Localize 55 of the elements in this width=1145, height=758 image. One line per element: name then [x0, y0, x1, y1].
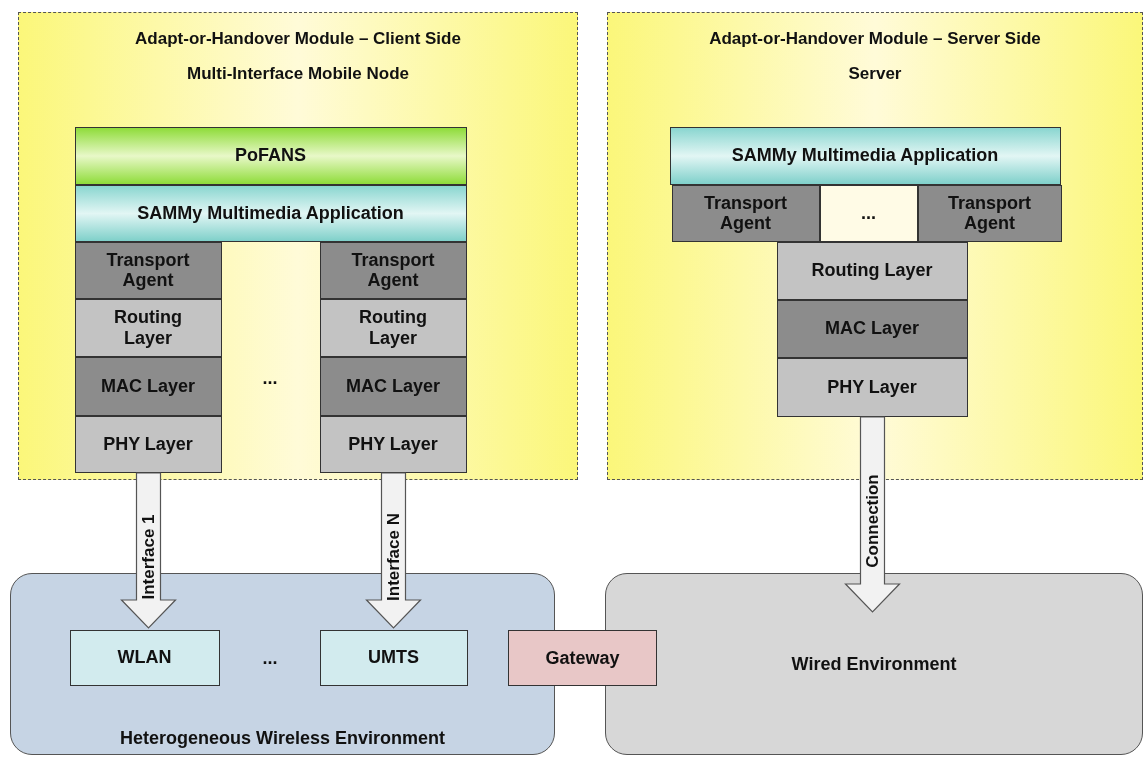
node-label: Routing Layer — [811, 260, 933, 281]
layer-box — [74, 241, 222, 299]
layer-box — [74, 356, 222, 416]
node-label: PoFANS — [235, 145, 306, 166]
node-label: PHY Layer — [348, 433, 438, 455]
device-title: Server — [848, 64, 902, 84]
ellipsis-text: ... — [261, 648, 279, 669]
node-label: UMTS — [368, 647, 419, 668]
layer-box — [74, 126, 467, 185]
edge-label: Interface 1 — [138, 514, 159, 599]
node-label: Transport Agent — [105, 249, 191, 291]
device-title: Multi-Interface Mobile Node — [187, 64, 409, 84]
node-label: ... — [861, 202, 876, 224]
ellipsis-text: ... — [261, 368, 279, 389]
layer-box — [319, 356, 467, 416]
layer-box — [74, 415, 222, 473]
node-label: MAC Layer — [825, 318, 919, 339]
node-label: Wired Environment — [791, 653, 957, 675]
block-arrow — [120, 472, 177, 629]
block-arrow — [365, 472, 422, 629]
block-arrow — [844, 416, 901, 613]
layer-box — [776, 299, 968, 358]
node-label: PHY Layer — [103, 433, 193, 455]
node-label: SAMMy Multimedia Application — [731, 145, 999, 166]
node-label: Heterogeneous Wireless Environment — [120, 727, 445, 748]
node-label: MAC Layer — [346, 375, 440, 397]
layer-box — [917, 184, 1062, 242]
node-label: Transport Agent — [703, 192, 788, 234]
node-label: SAMMy Multimedia Application — [137, 202, 404, 224]
layer-box — [319, 415, 467, 473]
layer-box — [669, 126, 1061, 185]
node-label: WLAN — [117, 647, 172, 668]
layer-box — [74, 184, 467, 242]
layer-box — [319, 241, 467, 299]
layer-box — [819, 184, 918, 242]
node-label: PHY Layer — [827, 376, 917, 398]
layer-box — [319, 298, 467, 357]
node-label: Transport Agent — [350, 249, 436, 291]
layer-box — [671, 184, 820, 242]
node-label: Gateway — [545, 647, 620, 669]
node-label: Routing Layer — [113, 307, 183, 348]
layer-box — [776, 241, 968, 300]
edge-label: Interface N — [383, 512, 404, 601]
gateway-box — [508, 630, 657, 686]
layer-box — [74, 298, 222, 357]
network-box — [319, 629, 468, 686]
module-title: Adapt-or-Handover Module – Server Side — [709, 29, 1041, 49]
node-label: MAC Layer — [101, 375, 195, 397]
node-label: Routing Layer — [358, 307, 428, 348]
module-panel — [18, 12, 578, 480]
module-title: Adapt-or-Handover Module – Client Side — [135, 29, 461, 49]
layer-box — [776, 357, 968, 417]
edge-label: Connection — [862, 473, 883, 568]
node-label: Transport Agent — [947, 192, 1032, 234]
network-box — [69, 629, 220, 686]
